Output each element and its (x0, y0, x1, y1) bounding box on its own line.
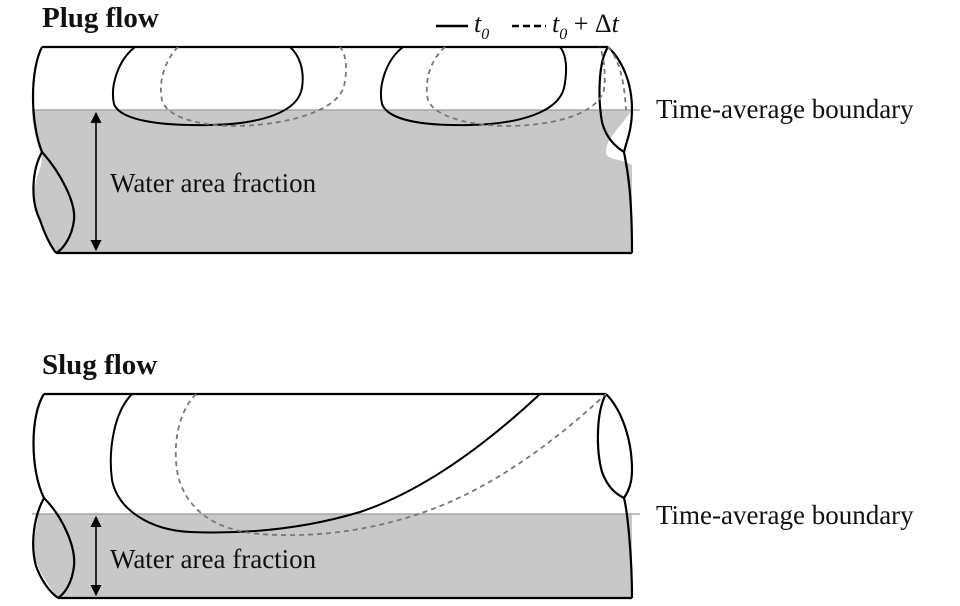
slug-interface-t0 (109, 393, 541, 534)
plug-flow-panel: Plug flow Water area fraction Time-avera… (31, 2, 914, 255)
plug-pipe-left-end-back (41, 151, 76, 254)
plug-pipe-right-end-front (598, 46, 625, 153)
slug-flow-title: Slug flow (42, 349, 157, 381)
plug1-interface-t0-dt (160, 46, 347, 127)
legend-solid-label: t0 (474, 9, 489, 43)
slug-fraction-label: Water area fraction (110, 544, 317, 574)
legend: t0 t0 + Δt (436, 9, 620, 43)
slug-interface-t0-dt (174, 393, 607, 537)
plug-fraction-label: Water area fraction (110, 168, 317, 198)
slug-pipe-right-end (605, 393, 634, 599)
plug2-interface-t0 (380, 46, 568, 127)
plug2-interface-t0-dt (425, 46, 606, 127)
slug-pipe-right-end-front (596, 393, 625, 499)
slug-boundary-label: Time-average boundary (656, 500, 914, 530)
plug-pipe-left-end (31, 46, 57, 254)
plug-flow-title: Plug flow (42, 2, 159, 34)
slug-pipe-left-end-back (43, 497, 76, 599)
plug-right-end-dashed (607, 46, 627, 111)
plug1-interface-t0 (112, 46, 304, 127)
slug-pipe-left-end (32, 393, 59, 599)
plug-boundary-label: Time-average boundary (656, 94, 914, 124)
slug-water-region (34, 514, 632, 598)
plug-pipe-right-end (607, 46, 634, 254)
legend-dashed-label: t0 + Δt (552, 9, 620, 43)
slug-flow-panel: Slug flow Water area fraction Time-avera… (32, 349, 914, 600)
plug-water-region (32, 110, 632, 253)
